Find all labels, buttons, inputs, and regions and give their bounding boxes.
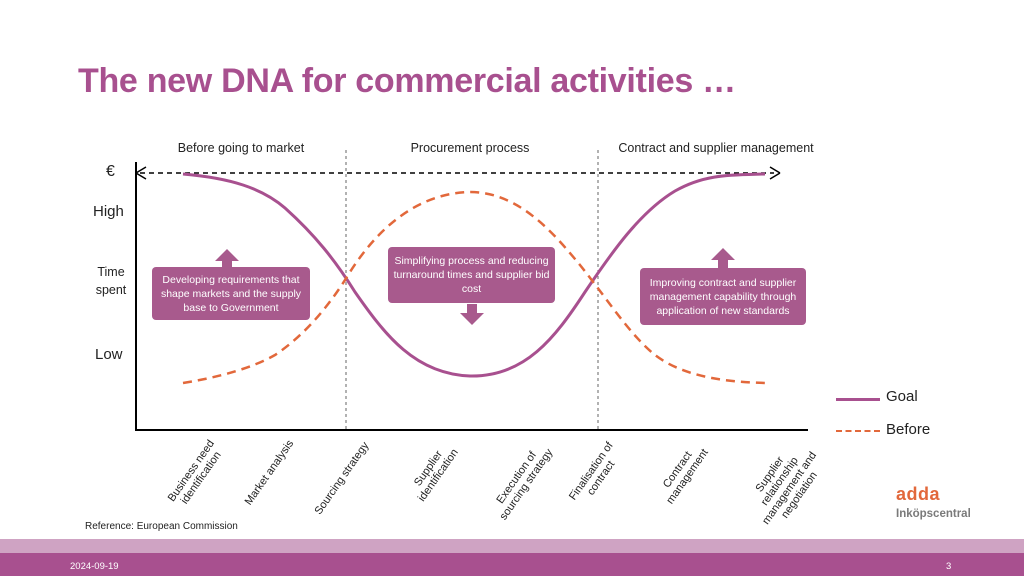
y-label-time: Time bbox=[97, 265, 125, 279]
page-title: The new DNA for commercial activities … bbox=[78, 62, 736, 100]
down-arrow-center bbox=[460, 304, 484, 325]
legend-before-swatch bbox=[836, 430, 880, 432]
box-developing-requirements: Developing requirements that shape marke… bbox=[152, 267, 310, 320]
legend-before-label: Before bbox=[886, 421, 931, 438]
y-label-low: Low bbox=[95, 346, 123, 363]
phase-label-procurement: Procurement process bbox=[410, 141, 530, 155]
euro-arrow-right-head bbox=[769, 166, 781, 180]
footer-band bbox=[0, 553, 1024, 576]
box-simplifying-process: Simplifying process and reducing turnaro… bbox=[388, 247, 555, 303]
up-arrow-left bbox=[215, 249, 239, 268]
legend-goal-label: Goal bbox=[886, 388, 918, 405]
legend-goal-swatch bbox=[836, 398, 880, 401]
phase-label-contract-management: Contract and supplier management bbox=[618, 141, 814, 155]
page-number: 3 bbox=[946, 561, 952, 572]
adda-logo: adda bbox=[896, 484, 941, 504]
footer-date: 2024-09-19 bbox=[70, 561, 119, 572]
box-improving-contract: Improving contract and supplier manageme… bbox=[640, 268, 806, 325]
adda-logo-subtitle: Inköpscentral bbox=[896, 508, 971, 520]
reference-text: Reference: European Commission bbox=[85, 521, 238, 532]
euro-arrow-left-head bbox=[135, 166, 147, 180]
footer-band-light bbox=[0, 539, 1024, 553]
up-arrow-right bbox=[711, 248, 735, 268]
goal-curve bbox=[182, 172, 766, 378]
y-label-spent: spent bbox=[95, 283, 127, 297]
y-label-high: High bbox=[93, 203, 124, 220]
y-label-time-spent: Time spent bbox=[90, 263, 132, 299]
y-label-euro: € bbox=[106, 163, 115, 180]
phase-label-before-market: Before going to market bbox=[177, 141, 305, 155]
